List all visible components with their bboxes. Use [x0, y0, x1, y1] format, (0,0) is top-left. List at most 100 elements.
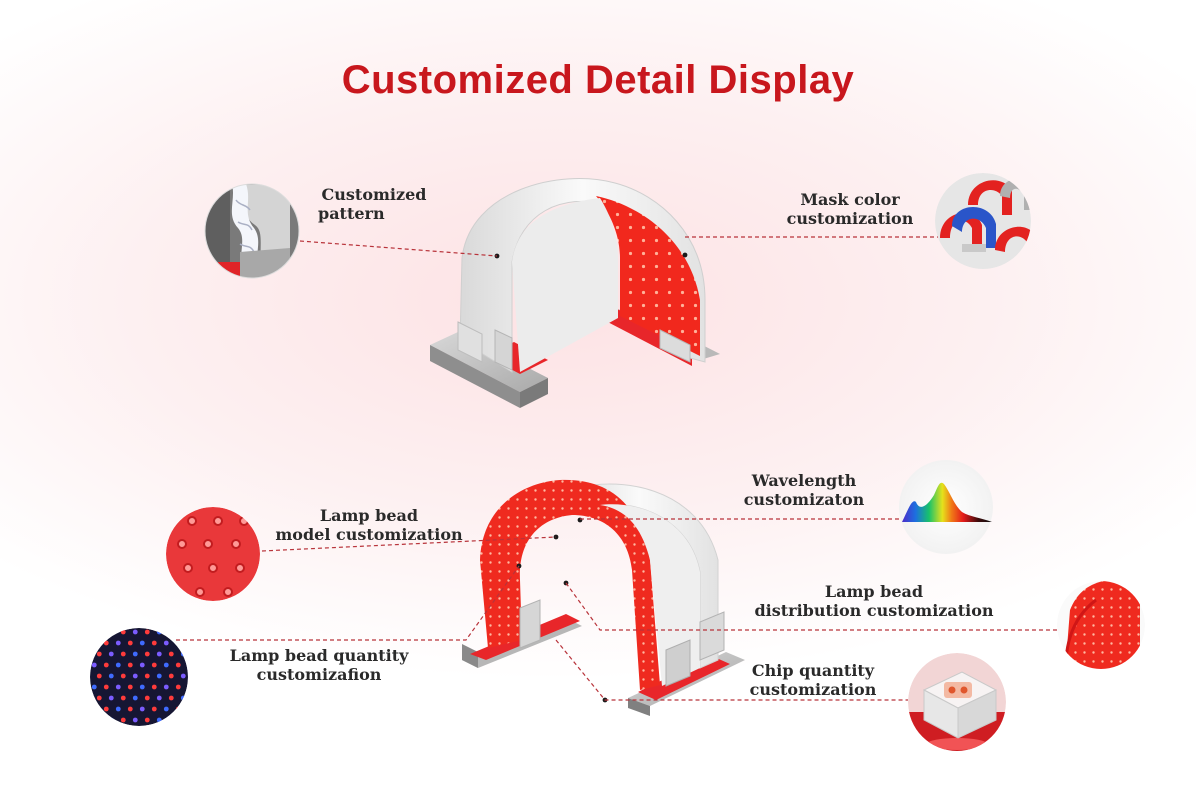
led-bead — [103, 640, 109, 646]
led-bead — [120, 717, 126, 723]
led-bead — [127, 640, 133, 646]
led-bead — [180, 717, 186, 723]
label-chip-quantity: Chip quantity customization — [748, 661, 878, 699]
mask-color-thumbnail — [935, 173, 1031, 269]
led-bead — [180, 673, 186, 679]
led-bead — [175, 662, 181, 668]
led-bead — [193, 652, 198, 657]
led-bead — [108, 629, 114, 635]
led-bead — [96, 651, 102, 657]
led-bead — [168, 673, 174, 679]
led-bead — [163, 706, 169, 712]
led-bead — [144, 695, 150, 701]
led-bead — [132, 695, 138, 701]
led-bead — [108, 673, 114, 679]
lamp-bead-quantity-thumbnail — [90, 628, 198, 726]
led-bead — [127, 706, 133, 712]
led-bead — [187, 662, 188, 668]
label-line: customization — [749, 680, 877, 699]
led-bead — [108, 695, 114, 701]
led-bead — [175, 706, 181, 712]
label-line: model customization — [275, 525, 463, 544]
label-line: distribution customization — [754, 601, 994, 620]
led-bead — [168, 651, 174, 657]
led-bead — [193, 718, 198, 723]
label-line: Wavelength — [751, 471, 857, 490]
label-line: Customized — [321, 185, 427, 204]
led-bead — [151, 662, 157, 668]
label-lamp-bead-distribution: Lamp bead distribution customization — [748, 582, 1000, 620]
led-bead — [132, 717, 138, 723]
led-bead — [193, 674, 198, 679]
label-line: Lamp bead — [319, 506, 419, 525]
led-bead — [163, 640, 169, 646]
led-bead — [156, 717, 162, 723]
led-bead — [91, 684, 97, 690]
led-bead — [120, 651, 126, 657]
led-bead — [115, 684, 121, 690]
led-bead — [156, 695, 162, 701]
led-bead — [175, 640, 181, 646]
led-bead — [168, 717, 174, 723]
led-bead — [103, 684, 109, 690]
led-bead — [175, 684, 181, 690]
label-line: customizafion — [256, 665, 382, 684]
led-bead — [127, 684, 133, 690]
led-bead — [139, 684, 145, 690]
led-bead — [103, 662, 109, 668]
led-bead — [193, 630, 198, 635]
label-line: Mask color — [800, 190, 900, 209]
led-bead — [139, 706, 145, 712]
led-bead — [151, 640, 157, 646]
led-bead — [139, 640, 145, 646]
led-bead — [132, 673, 138, 679]
led-bead — [144, 629, 150, 635]
led-bead — [163, 662, 169, 668]
led-bead — [127, 662, 133, 668]
led-bead — [156, 673, 162, 679]
label-line: Chip quantity — [751, 661, 875, 680]
customized-pattern-thumbnail — [205, 184, 299, 278]
lamp-bead-distribution-thumbnail — [1057, 581, 1145, 669]
led-bead — [115, 662, 121, 668]
led-bead — [103, 706, 109, 712]
led-bead — [91, 706, 97, 712]
label-customized-pattern: Customized pattern — [318, 185, 430, 223]
led-bead — [115, 706, 121, 712]
led-bead — [91, 640, 97, 646]
led-bead — [156, 651, 162, 657]
led-bead — [168, 629, 174, 635]
led-bead — [163, 684, 169, 690]
label-wavelength: Wavelength customizaton — [738, 471, 870, 509]
led-bead — [120, 695, 126, 701]
led-bead — [151, 706, 157, 712]
led-bead — [132, 651, 138, 657]
label-mask-color: Mask color customization — [782, 190, 918, 228]
page-title: Customized Detail Display — [341, 58, 855, 102]
led-bead — [151, 684, 157, 690]
top-arch-device — [430, 178, 720, 408]
label-line: customization — [786, 209, 914, 228]
led-bead — [187, 684, 188, 690]
led-bead — [139, 662, 145, 668]
led-bead — [144, 673, 150, 679]
led-bead — [156, 629, 162, 635]
led-bead — [108, 651, 114, 657]
led-bead — [120, 629, 126, 635]
led-bead — [108, 717, 114, 723]
label-line: Lamp bead — [824, 582, 924, 601]
led-bead — [96, 629, 102, 635]
led-bead — [187, 640, 188, 646]
label-line: Lamp bead quantity — [229, 646, 409, 665]
led-bead — [180, 629, 186, 635]
led-bead — [144, 717, 150, 723]
led-bead — [193, 696, 198, 701]
label-lamp-bead-quantity: Lamp bead quantity customizafion — [226, 646, 412, 684]
leader-lines — [176, 236, 1058, 701]
led-bead — [115, 640, 121, 646]
led-bead — [96, 673, 102, 679]
chip-quantity-thumbnail — [908, 653, 1006, 751]
wavelength-spectrum-thumbnail — [899, 460, 993, 554]
led-bead — [180, 651, 186, 657]
